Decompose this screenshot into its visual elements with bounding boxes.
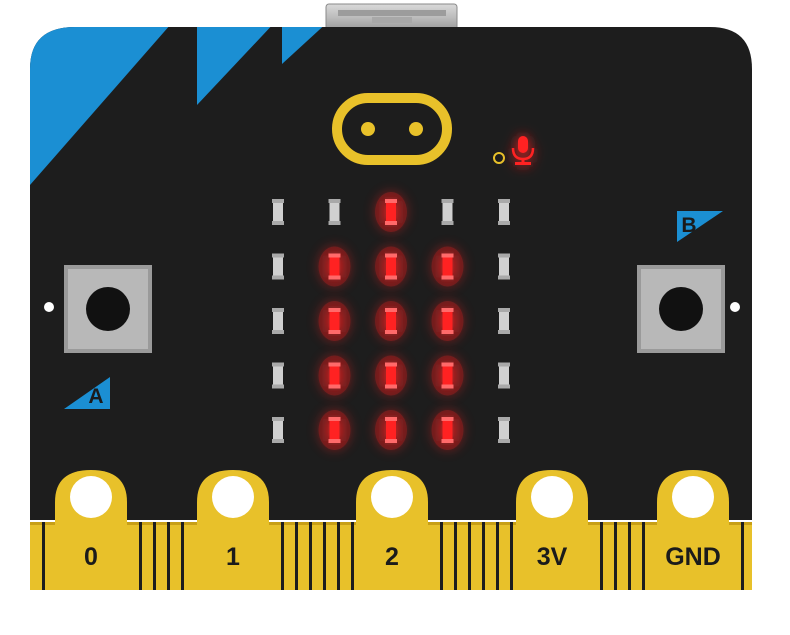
led-off — [272, 417, 284, 443]
led-off — [441, 199, 454, 225]
pin-1[interactable]: 1 — [197, 470, 269, 590]
edge-finger-gap — [281, 522, 284, 590]
pin-0[interactable]: 0 — [55, 470, 127, 590]
microphone-icon — [511, 136, 535, 165]
edge-finger-gap — [323, 522, 326, 590]
led-on — [318, 301, 351, 341]
edge-finger-gap — [600, 522, 603, 590]
pin-2[interactable]: 2 — [356, 470, 428, 590]
button-a[interactable] — [64, 265, 152, 353]
edge-finger-gap — [628, 522, 631, 590]
button-b[interactable] — [637, 265, 725, 353]
edge-finger-gap — [496, 522, 499, 590]
edge-finger-gap — [440, 522, 443, 590]
edge-connector-fingers — [42, 522, 744, 590]
led-on — [375, 355, 407, 396]
led-off — [272, 253, 284, 280]
edge-finger-gap — [295, 522, 298, 590]
pin-1-label: 1 — [226, 543, 240, 571]
button-a-label-marker: A — [64, 377, 110, 409]
led-off — [498, 199, 510, 225]
edge-finger-gap — [741, 522, 744, 590]
edge-finger-gap — [309, 522, 312, 590]
led-on — [375, 192, 407, 232]
mount-hole-left — [44, 302, 54, 312]
led-off — [498, 362, 510, 389]
blue-corner-stripes — [30, 27, 330, 185]
led-on — [375, 410, 407, 450]
edge-finger-gap — [614, 522, 617, 590]
led-off — [272, 308, 284, 334]
led-on — [318, 246, 351, 287]
pin-2-label: 2 — [385, 543, 399, 571]
mount-hole-right — [730, 302, 740, 312]
led-on — [318, 410, 351, 450]
button-b-label-marker: B — [677, 211, 723, 242]
led-off — [272, 362, 284, 389]
edge-finger-gap — [510, 522, 513, 590]
edge-finger-gap — [167, 522, 170, 590]
led-on — [431, 355, 464, 396]
edge-finger-gap — [337, 522, 340, 590]
edge-finger-gap — [139, 522, 142, 590]
pin-gnd-label: GND — [665, 543, 721, 571]
edge-finger-gap — [482, 522, 485, 590]
pin-3v[interactable]: 3V — [516, 470, 588, 590]
edge-finger-gap — [153, 522, 156, 590]
touch-logo-icon[interactable] — [332, 93, 452, 165]
usb-connector-icon — [325, 3, 458, 31]
led-on — [375, 246, 407, 287]
edge-finger-gap — [642, 522, 645, 590]
led-on — [375, 301, 407, 341]
button-a-label: A — [88, 385, 103, 408]
edge-finger-gap — [468, 522, 471, 590]
edge-finger-gap — [351, 522, 354, 590]
pin-0-label: 0 — [84, 543, 98, 571]
edge-finger-gap — [42, 522, 45, 590]
led-on — [318, 355, 351, 396]
pin-gnd[interactable]: GND — [657, 470, 729, 590]
led-off — [498, 417, 510, 443]
pin-3v-label: 3V — [537, 543, 568, 571]
edge-finger-gap — [181, 522, 184, 590]
led-off — [272, 199, 284, 225]
edge-finger-gap — [454, 522, 457, 590]
led-on — [431, 301, 464, 341]
button-b-label: B — [681, 214, 696, 237]
led-off — [498, 308, 510, 334]
led-matrix — [272, 192, 510, 450]
mic-hole — [493, 152, 505, 164]
led-off — [328, 199, 341, 225]
pin-group: 0 1 2 3V GND — [55, 470, 729, 590]
led-off — [498, 253, 510, 280]
led-on — [431, 410, 464, 450]
led-on — [431, 246, 464, 287]
